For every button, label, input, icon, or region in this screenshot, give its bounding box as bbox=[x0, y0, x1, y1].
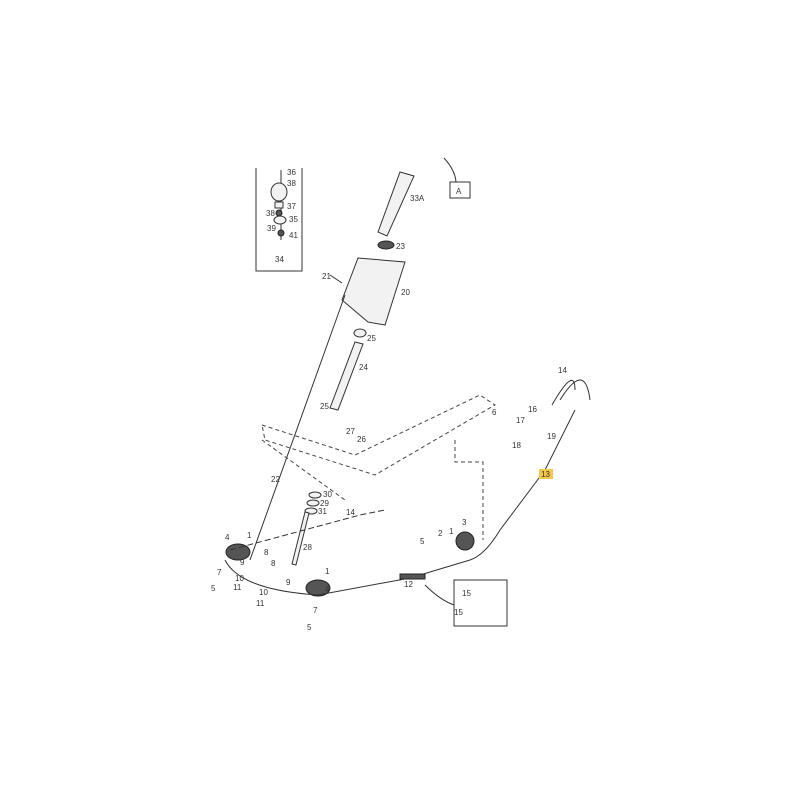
callout-27: 27 bbox=[346, 427, 355, 436]
callout-10: 10 bbox=[235, 574, 244, 583]
callout-11: 11 bbox=[233, 583, 242, 592]
washer-29 bbox=[306, 499, 320, 507]
callout-23: 23 bbox=[396, 242, 405, 251]
inset-box-15 bbox=[453, 579, 508, 627]
callout-39: 39 bbox=[267, 224, 276, 233]
callout-21: 21 bbox=[322, 272, 331, 281]
callout-13: 13 bbox=[541, 470, 550, 479]
callout-5: 5 bbox=[420, 537, 425, 546]
callout-15: 15 bbox=[454, 608, 463, 617]
view-a-box bbox=[449, 181, 471, 199]
callout-17: 17 bbox=[516, 416, 525, 425]
callout-8: 8 bbox=[271, 559, 276, 568]
callout-18: 18 bbox=[512, 441, 521, 450]
shaft-28 bbox=[291, 511, 310, 566]
callout-9: 9 bbox=[286, 578, 291, 587]
link-line bbox=[224, 559, 319, 596]
pulley-3 bbox=[455, 531, 475, 551]
callout-16: 16 bbox=[528, 405, 537, 414]
callout-41: 41 bbox=[289, 231, 298, 240]
callout-37: 37 bbox=[287, 202, 296, 211]
callout-33A: 33A bbox=[410, 194, 425, 203]
callout-6: 6 bbox=[492, 408, 497, 417]
callout-7: 7 bbox=[217, 568, 222, 577]
callout-25: 25 bbox=[320, 402, 329, 411]
callout-11: 11 bbox=[256, 599, 265, 608]
sector-gear-4 bbox=[225, 543, 251, 561]
callout-10: 10 bbox=[259, 588, 268, 597]
column-axis bbox=[249, 294, 346, 561]
callout-28: 28 bbox=[303, 543, 312, 552]
inset-leader bbox=[424, 584, 455, 606]
callout-9: 9 bbox=[240, 558, 245, 567]
cable-14 bbox=[551, 379, 591, 406]
callout-1: 1 bbox=[325, 567, 330, 576]
callout-2: 2 bbox=[438, 529, 443, 538]
callout-35: 35 bbox=[289, 215, 298, 224]
callout-38: 38 bbox=[287, 179, 296, 188]
sector-gear-4b bbox=[305, 579, 331, 597]
callout-30: 30 bbox=[323, 490, 332, 499]
shaft-24 bbox=[329, 341, 364, 411]
highlight-13 bbox=[539, 469, 553, 479]
cable-route bbox=[454, 440, 484, 540]
callout-14: 14 bbox=[558, 366, 567, 375]
callout-31: 31 bbox=[318, 507, 327, 516]
callout-36: 36 bbox=[287, 168, 296, 177]
callout-22: 22 bbox=[271, 475, 280, 484]
bushing-25 bbox=[353, 328, 367, 338]
callout-26: 26 bbox=[357, 435, 366, 444]
callout-14: 14 bbox=[346, 508, 355, 517]
callout-20: 20 bbox=[401, 288, 410, 297]
callout-15: 15 bbox=[462, 589, 471, 598]
callout-1: 1 bbox=[449, 527, 454, 536]
callout-4: 4 bbox=[225, 533, 230, 542]
callout-24: 24 bbox=[359, 363, 368, 372]
callout-19: 19 bbox=[547, 432, 556, 441]
frame bbox=[261, 394, 496, 476]
callout-1: 1 bbox=[247, 531, 252, 540]
column-housing-20 bbox=[341, 257, 406, 326]
cable-13 bbox=[317, 409, 576, 596]
steering-shaft-33a bbox=[377, 171, 415, 237]
callout-3: 3 bbox=[462, 518, 467, 527]
inset-parts bbox=[270, 170, 288, 240]
view-a-label: A bbox=[456, 187, 462, 196]
callout-4: 4 bbox=[325, 585, 330, 594]
callout-5: 5 bbox=[307, 623, 312, 632]
callout-12: 12 bbox=[404, 580, 413, 589]
callout-5: 5 bbox=[211, 584, 216, 593]
inset-box-34 bbox=[255, 168, 303, 272]
spring-12 bbox=[399, 573, 426, 580]
view-a-leader bbox=[443, 157, 457, 183]
callout-7: 7 bbox=[313, 606, 318, 615]
callout-25: 25 bbox=[367, 334, 376, 343]
callout-29: 29 bbox=[320, 499, 329, 508]
frame-edge bbox=[261, 439, 346, 501]
bolt-21 bbox=[329, 274, 343, 284]
washer-30 bbox=[308, 491, 322, 499]
callout-34: 34 bbox=[275, 255, 284, 264]
bushing-23 bbox=[377, 240, 395, 250]
callout-38: 38 bbox=[266, 209, 275, 218]
callout-8: 8 bbox=[264, 548, 269, 557]
